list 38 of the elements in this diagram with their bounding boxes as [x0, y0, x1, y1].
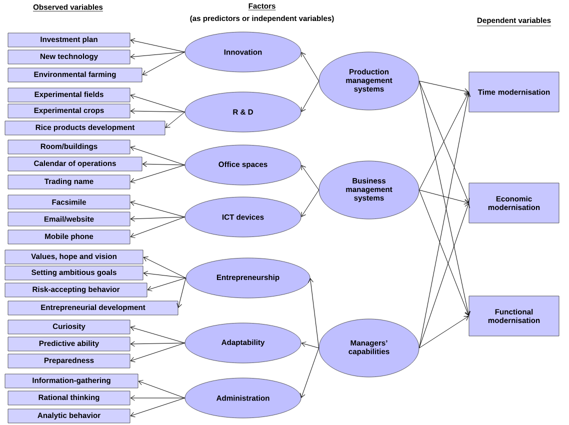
arrow	[418, 190, 469, 205]
arrow	[308, 278, 320, 348]
arrow	[130, 342, 186, 362]
arrow	[130, 216, 186, 238]
arrow	[130, 94, 186, 112]
arrow	[130, 108, 186, 114]
arrow	[418, 80, 469, 94]
arrow	[143, 270, 186, 278]
arrow	[142, 52, 186, 76]
arrow	[418, 203, 470, 348]
arrow	[300, 348, 320, 398]
arrow	[301, 190, 320, 217]
arrow	[147, 278, 186, 292]
arrow	[301, 52, 320, 82]
arrow	[138, 380, 186, 398]
arrow	[301, 342, 320, 348]
arrow	[176, 278, 186, 308]
arrow	[418, 92, 471, 348]
arrow	[130, 216, 186, 222]
arrow	[418, 92, 470, 190]
arrow	[418, 190, 470, 316]
arrow	[130, 398, 186, 418]
arrow	[130, 52, 186, 60]
arrow	[418, 80, 471, 316]
arrow	[418, 80, 470, 203]
arrow	[130, 164, 186, 184]
arrow	[142, 161, 186, 167]
arrow	[301, 80, 320, 112]
arrow	[130, 395, 186, 401]
arrow	[301, 165, 320, 190]
arrow	[143, 256, 186, 278]
arrow	[130, 200, 186, 218]
arrow	[165, 112, 186, 128]
arrow	[418, 316, 469, 348]
arrow	[130, 341, 186, 347]
arrow	[130, 326, 186, 344]
arrow	[130, 38, 186, 52]
arrow	[130, 146, 186, 166]
